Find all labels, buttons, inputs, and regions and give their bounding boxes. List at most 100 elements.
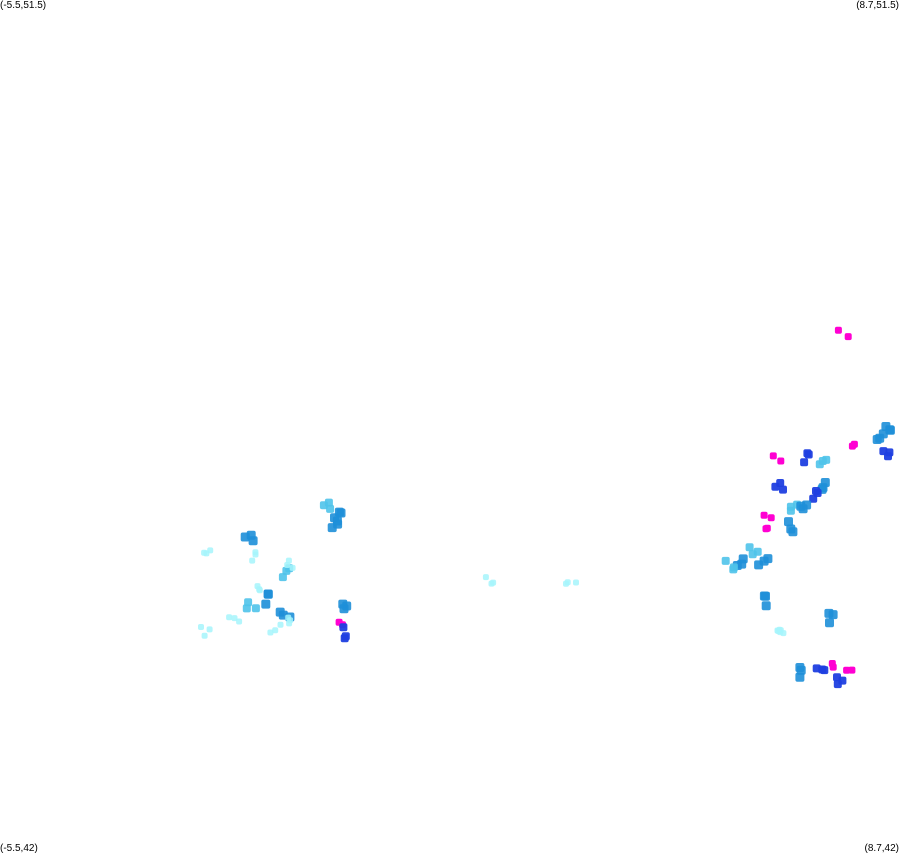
precipitation-cell [800, 449, 813, 467]
precipitation-pixel [275, 607, 285, 617]
precipitation-pixel [875, 433, 885, 443]
precipitation-pixel [242, 604, 251, 613]
precipitation-pixel [748, 550, 757, 559]
precipitation-pixel [729, 565, 738, 574]
precipitation-cell [809, 487, 822, 503]
precipitation-pixel [818, 665, 827, 674]
precipitation-pixel [488, 580, 495, 587]
precipitation-cell [201, 547, 214, 557]
precipitation-pixel [236, 618, 243, 625]
precipitation-pixel [818, 457, 827, 465]
precipitation-pixel [231, 615, 238, 622]
precipitation-pixel [332, 516, 342, 526]
corner-label-bottom-left: (-5.5,42) [0, 843, 38, 854]
precipitation-pixel [244, 598, 253, 607]
precipitation-pixel [777, 457, 785, 465]
precipitation-pixel [796, 665, 806, 675]
precipitation-pixel [829, 663, 837, 671]
precipitation-pixel [206, 626, 213, 633]
precipitation-cell [226, 614, 243, 625]
precipitation-cell [249, 549, 259, 564]
precipitation-pixel [820, 478, 830, 487]
precipitation-pixel [737, 559, 747, 569]
precipitation-cell [762, 524, 771, 533]
precipitation-cell [563, 579, 579, 587]
precipitation-pixel [285, 614, 292, 621]
precipitation-cell [775, 627, 787, 637]
precipitation-pixel [267, 629, 274, 636]
precipitation-pixel [745, 543, 754, 552]
corner-label-bottom-right: (8.7,42) [864, 843, 899, 854]
precipitation-pixel [800, 458, 809, 467]
precipitation-pixel [252, 549, 259, 556]
precipitation-pixel [784, 517, 793, 527]
precipitation-pixel [843, 666, 851, 674]
precipitation-pixel [779, 485, 787, 494]
precipitation-pixel [256, 587, 263, 594]
precipitation-pixel [201, 549, 208, 556]
precipitation-pixel [824, 608, 834, 618]
precipitation-pixel [721, 556, 730, 565]
precipitation-cell [267, 621, 284, 636]
precipitation-cell [784, 517, 798, 537]
precipitation-pixel [339, 623, 348, 632]
precipitation-pixel [795, 672, 805, 682]
precipitation-pixel [482, 574, 489, 581]
precipitation-cell [796, 500, 812, 514]
precipitation-cell [812, 664, 829, 675]
precipitation-pixel [762, 525, 770, 533]
precipitation-pixel [759, 591, 769, 601]
precipitation-pixel [339, 604, 349, 614]
precipitation-pixel [272, 627, 279, 634]
precipitation-cell [240, 530, 258, 546]
precipitation-cell [242, 598, 260, 613]
precipitation-pixel [289, 564, 296, 571]
precipitation-pixel [277, 621, 284, 628]
precipitation-pixel [760, 511, 768, 519]
precipitation-cell [285, 614, 294, 627]
precipitation-cell [769, 452, 785, 465]
precipitation-cell [254, 583, 263, 594]
precipitation-pixel [761, 601, 771, 611]
precipitation-pixel [754, 560, 764, 570]
precipitation-pixel [813, 489, 822, 497]
precipitation-cell [872, 429, 888, 444]
precipitation-pixel [802, 500, 812, 510]
precipitation-cell [327, 516, 343, 533]
precipitation-cell [759, 591, 771, 611]
precipitation-cell [795, 663, 806, 682]
precipitation-cell [339, 623, 350, 643]
precipitation-cell [745, 543, 762, 559]
precipitation-pixel [804, 450, 813, 459]
precipitation-pixel [324, 498, 333, 507]
precipitation-cell [848, 440, 858, 450]
precipitation-cell [319, 498, 335, 513]
precipitation-cell [879, 447, 894, 461]
precipitation-cell [824, 608, 838, 628]
precipitation-cell [482, 574, 497, 587]
precipitation-pixel [775, 628, 782, 634]
precipitation-cell [760, 511, 775, 522]
precipitation-pixel [278, 573, 287, 582]
precipitation-pixel [848, 666, 856, 674]
precipitation-pixel [771, 482, 780, 491]
precipitation-pixel [834, 326, 842, 334]
corner-label-top-right: (8.7,51.5) [856, 0, 899, 11]
corner-label-top-left: (-5.5,51.5) [0, 0, 47, 11]
precipitation-pixel [879, 447, 888, 456]
precipitation-cell [261, 589, 273, 609]
precipitation-pixel [201, 632, 208, 639]
precipitation-pixel [844, 333, 852, 341]
precipitation-pixel [763, 554, 773, 564]
precipitation-pixel [848, 442, 856, 450]
precipitation-pixel [248, 536, 258, 546]
precipitation-pixel [341, 632, 350, 641]
precipitation-cell [828, 660, 837, 671]
precipitation-pixel [786, 524, 796, 534]
precipitation-pixel [198, 624, 204, 630]
precipitation-pixel [780, 630, 787, 637]
precipitation-cell [771, 479, 787, 494]
precipitation-pixel [825, 618, 834, 628]
precipitation-cell [754, 554, 773, 570]
